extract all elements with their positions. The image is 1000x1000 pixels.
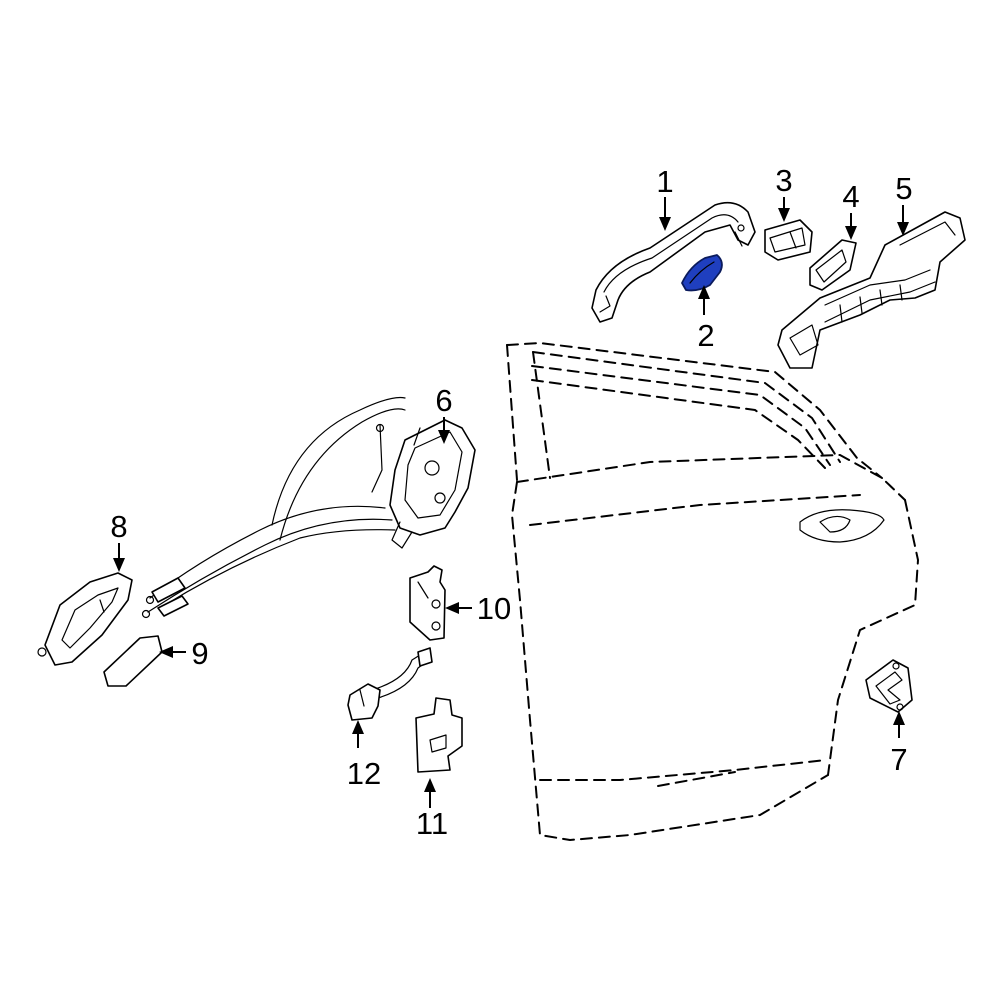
callout-12: 12 [347,756,381,791]
part-7-striker [865,659,913,713]
part-4-gasket [809,239,857,291]
part-6-door-lock-actuator [141,396,476,619]
callout-5: 5 [895,171,912,206]
callout-3: 3 [775,163,792,198]
part-12-cable-assembly [347,647,433,721]
part-3-cylinder-cover [764,219,813,261]
callout-numbers: 1 2 3 4 5 6 7 8 9 10 11 12 [110,163,912,841]
rear-door-outline [506,342,919,841]
part-5-handle-bracket [777,211,966,369]
callout-10: 10 [477,591,511,626]
callout-7: 7 [890,742,907,777]
part-8-inside-handle [37,572,133,666]
part-10-bracket [409,565,446,641]
part-11-latch-bracket [415,697,463,773]
part-2-handle-cap [681,254,723,292]
callout-9: 9 [191,636,208,671]
callout-leaders [113,197,909,808]
part-1-outside-handle [591,201,756,323]
callout-6: 6 [435,383,452,418]
callout-11: 11 [416,806,448,841]
callout-4: 4 [842,179,859,214]
callout-2: 2 [697,318,714,353]
callout-8: 8 [110,509,127,544]
part-9-bezel [103,635,163,687]
callout-1: 1 [656,164,673,199]
